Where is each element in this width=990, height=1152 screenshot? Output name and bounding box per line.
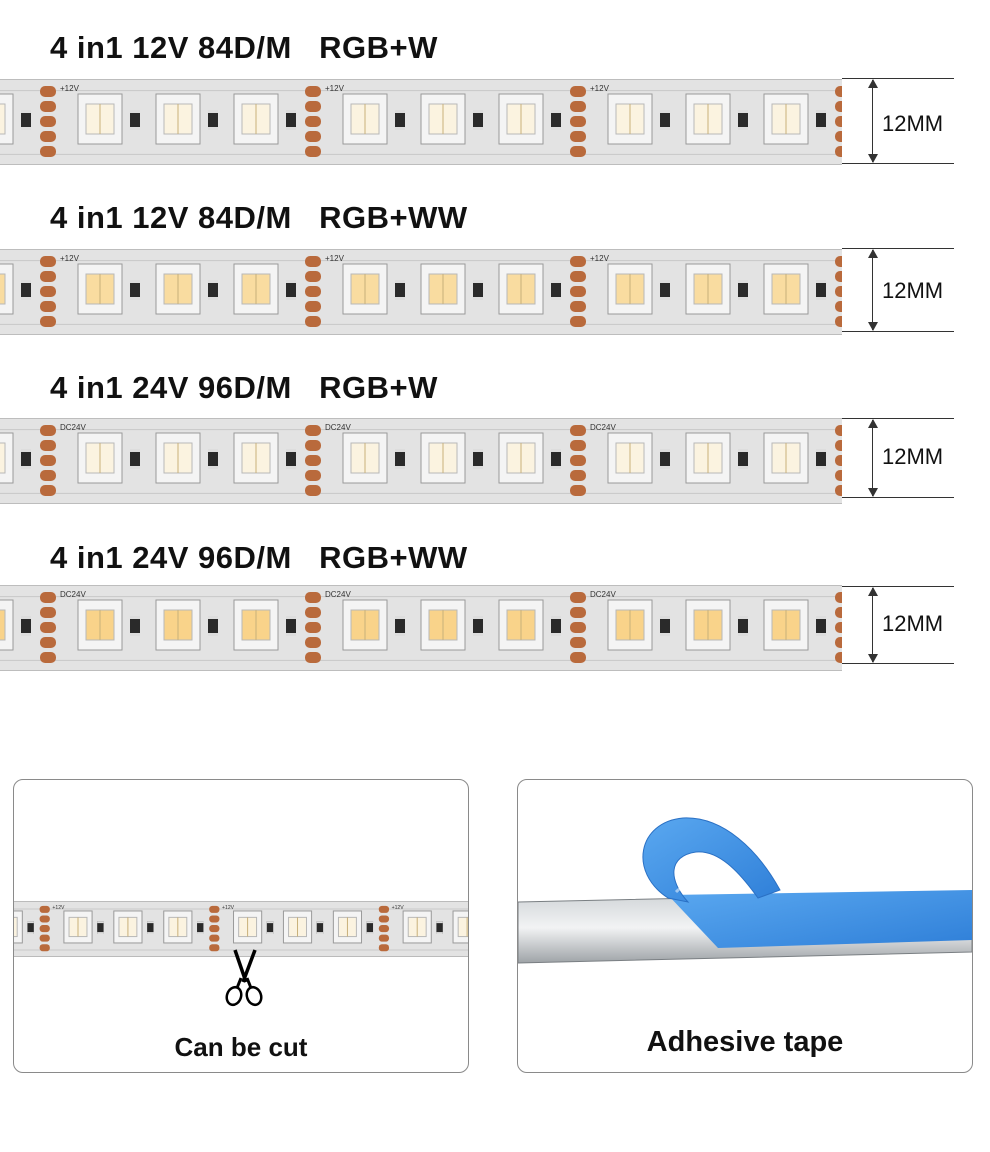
strip-1-dimension: 12MM <box>842 78 954 164</box>
scissors-icon <box>225 949 263 1007</box>
strip-3-title: 4 in1 24V 96D/M RGB+W <box>50 370 438 405</box>
led-strip-2-graphic: +12V+12V+12V+12V+12V <box>0 254 842 327</box>
svg-text:DC24V: DC24V <box>60 590 86 599</box>
svg-text:+12V: +12V <box>325 254 345 263</box>
strip-2-dimension: 12MM <box>842 248 954 332</box>
svg-text:+12V: +12V <box>590 84 610 93</box>
strip-2-dimension-label: 12MM <box>882 278 944 303</box>
tape-panel: Adhesive tape <box>517 779 973 1073</box>
led-strip-4: DC24VDC24VDC24VDC24VDC24V <box>0 585 842 671</box>
svg-text:+12V: +12V <box>60 254 80 263</box>
svg-text:+12V: +12V <box>60 84 80 93</box>
svg-text:+12V: +12V <box>325 84 345 93</box>
svg-text:+12V: +12V <box>222 905 235 911</box>
cut-panel: +12V+12V+12V+12V+12V Can be cut <box>13 779 469 1073</box>
strip-1-title: 4 in1 12V 84D/M RGB+W <box>50 30 438 65</box>
svg-text:DC24V: DC24V <box>325 590 351 599</box>
cut-caption: Can be cut <box>174 1032 308 1062</box>
svg-text:DC24V: DC24V <box>590 590 616 599</box>
led-strip-4-graphic: DC24VDC24VDC24VDC24VDC24V <box>0 590 842 663</box>
strip-4-dimension: 12MM <box>842 586 954 664</box>
svg-text:+12V: +12V <box>590 254 610 263</box>
strip-1-dimension-label: 12MM <box>882 111 944 136</box>
led-strip-3: DC24VDC24VDC24VDC24VDC24V <box>0 418 842 504</box>
svg-text:DC24V: DC24V <box>60 423 86 432</box>
adhesive-tape-illustration <box>518 817 972 964</box>
led-strip-1-graphic: +12V+12V+12V+12V+12V <box>0 84 842 157</box>
cut-strip: +12V+12V+12V+12V+12V <box>14 901 468 957</box>
led-strip-2: +12V+12V+12V+12V+12V <box>0 249 842 335</box>
svg-text:DC24V: DC24V <box>590 423 616 432</box>
strip-4-dimension-label: 12MM <box>882 611 944 636</box>
strip-4-title: 4 in1 24V 96D/M RGB+WW <box>50 540 468 575</box>
strip-3-dimension: 12MM <box>842 418 954 498</box>
svg-text:+12V: +12V <box>52 905 65 911</box>
svg-text:DC24V: DC24V <box>325 423 351 432</box>
svg-text:+12V: +12V <box>392 905 405 911</box>
strip-3-dimension-label: 12MM <box>882 444 944 469</box>
cut-strip-graphic: +12V+12V+12V+12V+12V <box>14 905 468 952</box>
led-strip-3-graphic: DC24VDC24VDC24VDC24VDC24V <box>0 423 842 496</box>
tape-caption: Adhesive tape <box>646 1026 844 1058</box>
strip-2-title: 4 in1 12V 84D/M RGB+WW <box>50 200 468 235</box>
led-strip-1: +12V+12V+12V+12V+12V <box>0 79 842 165</box>
